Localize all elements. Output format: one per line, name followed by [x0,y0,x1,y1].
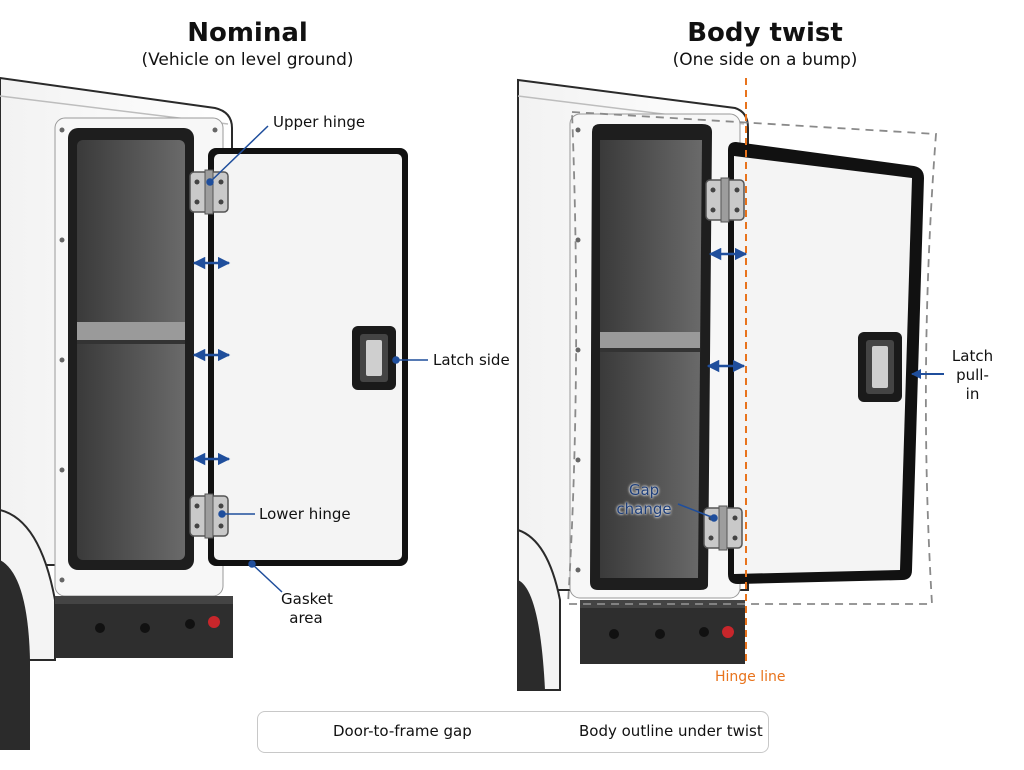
label-latch-line2: pull-in [956,366,989,403]
label-latch-line1: Latch [951,347,994,365]
nominal-title-block: Nominal (Vehicle on level ground) [120,18,375,70]
twist-lower-hinge [703,505,743,551]
twist-subtitle: (One side on a bump) [672,50,858,70]
label-upper-hinge: Upper hinge [273,113,366,131]
label-gap-line1: Gap [628,481,660,499]
nominal-upper-hinge [189,169,229,215]
label-gap-line2: change [616,500,672,518]
nominal-lower-hinge [189,493,229,539]
label-latch-pull-in: Latch pull-in [950,347,995,404]
nominal-leaders [206,125,428,593]
nominal-door-opening [68,128,194,570]
nominal-title: Nominal [187,18,308,48]
twist-gap-arrows [706,247,748,373]
nominal-subtitle: (Vehicle on level ground) [141,50,354,70]
nominal-gap-arrows [192,256,231,466]
twist-upper-hinge [705,177,745,223]
twist-door-opening [590,124,712,590]
legend-gap-label: Door-to-frame gap [333,722,472,740]
twist-door-panel [728,142,924,584]
twist-title: Body twist [687,18,843,48]
label-gap-change: Gap change [616,481,672,519]
label-gasket-area: Gasket area [281,590,333,628]
twist-leaders [677,503,718,522]
legend [257,711,769,753]
label-gasket-line1: Gasket [281,590,333,608]
label-lower-hinge: Lower hinge [259,505,351,523]
nominal-door-panel [208,148,408,566]
nominal-latch [352,326,396,390]
label-latch-side: Latch side [433,351,510,369]
label-gasket-line2: area [289,609,323,627]
twist-body-outline [567,111,937,605]
twist-latch [858,332,902,402]
legend-outline-label: Body outline under twist [579,722,763,740]
twist-title-block: Body twist (One side on a bump) [630,18,900,70]
label-hinge-line: Hinge line [715,669,786,685]
